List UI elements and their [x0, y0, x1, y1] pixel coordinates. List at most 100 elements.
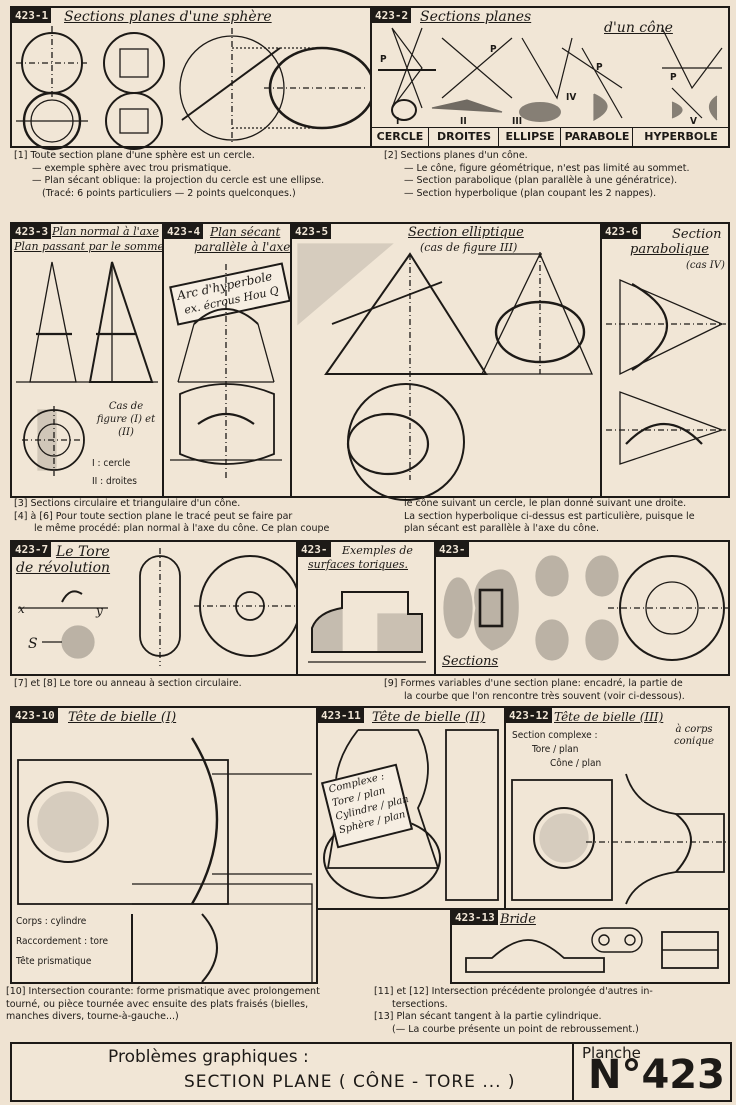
- panel-title-line2: Plan passant par le sommet: [14, 240, 169, 253]
- panel-title-line2: de révolution: [16, 560, 111, 576]
- panel-title-line1: Plan sécant: [210, 225, 281, 239]
- panel-number: 423-: [298, 542, 331, 557]
- roman-ii: II: [460, 116, 467, 127]
- panel-title-line2: (cas de figure III): [420, 241, 518, 254]
- panel-423-4: 423-4 Plan sécant parallèle à l'axe Arc …: [162, 222, 292, 498]
- panel-title-line1: Plan normal à l'axe: [52, 225, 159, 238]
- roman-iv: IV: [566, 92, 577, 103]
- caption-10: [10] Intersection courante: forme prisma…: [6, 986, 320, 1022]
- torus-sections-drawing: [443, 555, 728, 661]
- roman-v: V: [690, 116, 697, 127]
- label-parabole: PARABOLE: [560, 128, 633, 146]
- panel-title-line2: parabolique: [630, 242, 709, 257]
- panel-423-10: 423-10 Tête de bielle (I) Corps : cylind…: [10, 706, 318, 984]
- toric-surfaces-drawing: [308, 591, 426, 663]
- caption-11: [11] et [12] Intersection précédente pro…: [374, 986, 653, 1035]
- panel-number: 423-3: [12, 224, 52, 239]
- letter-p: P: [380, 54, 387, 65]
- panel-number: 423-11: [318, 708, 364, 723]
- connecting-rod-3-drawing: [511, 773, 728, 905]
- panel-423-1: 423-1 Sections planes d'une sphère: [10, 6, 376, 151]
- cone-plane-label: Cône / plan: [550, 758, 602, 769]
- footer-line2: SECTION PLANE ( CÔNE - TORE ... ): [184, 1072, 516, 1092]
- panel-title-line2: d'un cône: [604, 20, 673, 36]
- case-label: Cas de figure (I) et (II): [96, 401, 156, 438]
- panel-number: 423-6: [602, 224, 642, 239]
- label-droites: DROITES: [428, 128, 499, 146]
- panel-423-3: 423-3 Plan normal à l'axe Plan passant p…: [10, 222, 168, 498]
- panel-number: 423-: [436, 542, 469, 557]
- letter-p: P: [490, 44, 497, 55]
- panel-title-line1: Le Tore: [56, 544, 110, 560]
- roman-iii: III: [512, 116, 523, 127]
- planche-box: Planche N°423: [572, 1044, 730, 1100]
- panel-number: 423-12: [506, 708, 552, 723]
- panel-title: Bride: [500, 912, 536, 927]
- panel-423-8: 423- Exemples de surfaces toriques.: [296, 540, 436, 676]
- cone-section-labels: CERCLE DROITES ELLIPSE PARABOLE HYPERBOL…: [372, 127, 728, 146]
- torus-plane-label: Tore / plan: [532, 744, 579, 755]
- parabolic-section-drawing: [606, 279, 726, 465]
- panel-423-2: 423-2 Sections planes d'un cône P P P P …: [370, 6, 730, 148]
- axis-y: y: [96, 604, 103, 618]
- body-label: Corps : cylindre: [16, 916, 87, 927]
- caption-7: [7] et [8] Le tore ou anneau à section c…: [14, 678, 242, 689]
- panel-subtitle: à corps conique: [673, 724, 715, 747]
- panel-title-line2: surfaces toriques.: [308, 558, 409, 571]
- roman-i: I: [396, 116, 400, 127]
- elliptic-section-drawing: [297, 243, 593, 501]
- panel-423-9: 423- Sections: [434, 540, 730, 676]
- fillet-label: Raccordement : tore: [16, 936, 109, 947]
- complex-label: Section complexe :: [512, 730, 598, 741]
- panel-number: 423-13: [452, 910, 498, 925]
- panel-title-line1: Section: [672, 227, 722, 242]
- axis-x: x: [18, 602, 25, 616]
- label-cercle: CERCLE: [376, 130, 424, 143]
- panel-number: 423-2: [372, 8, 412, 23]
- torus-drawing: [18, 548, 301, 666]
- panel-title-line2: parallèle à l'axe: [194, 240, 291, 254]
- panel-title: Tête de bielle (III): [554, 710, 664, 724]
- panel-423-6: 423-6 Section parabolique (cas IV): [600, 222, 730, 498]
- connecting-rod-1-drawing: [17, 737, 313, 983]
- panel-423-7: 423-7 Le Tore de révolution x y S: [10, 540, 301, 676]
- panel-number: 423-5: [292, 224, 332, 239]
- panel-423-5: 423-5 Section elliptique (cas de figure …: [290, 222, 602, 501]
- sections-label: Sections: [442, 654, 499, 669]
- panel-title-line1: Exemples de: [342, 544, 413, 557]
- caption-3: [3] Sections circulaire et triangulaire …: [14, 498, 330, 534]
- label-hyperbole: HYPERBOLE: [632, 128, 729, 146]
- panel-423-13: 423-13 Bride: [450, 908, 730, 984]
- letter-p: P: [670, 72, 677, 83]
- label-ellipse: ELLIPSE: [498, 128, 561, 146]
- flange-drawing: [465, 927, 719, 973]
- letter-p: P: [596, 62, 603, 73]
- cone-sections-drawing: [378, 27, 723, 122]
- case-i: I : cercle: [92, 458, 131, 469]
- panel-title: Tête de bielle (II): [372, 710, 486, 725]
- panel-number: 423-1: [12, 8, 52, 23]
- panel-423-11: 423-11 Tête de bielle (II) Complexe : To…: [316, 706, 506, 910]
- case-ii: II : droites: [92, 476, 137, 487]
- panel-number: 423-7: [12, 542, 52, 557]
- footer-line1: Problèmes graphiques :: [108, 1047, 309, 1067]
- title-block: Problèmes graphiques : SECTION PLANE ( C…: [10, 1042, 732, 1102]
- planche-number: N°423: [588, 1052, 725, 1098]
- panel-number: 423-10: [12, 708, 58, 723]
- panel-title: Tête de bielle (I): [68, 710, 177, 725]
- caption-2: [2] Sections planes d'un cône. — Le cône…: [384, 150, 690, 199]
- letter-s: S: [28, 636, 38, 652]
- panel-number: 423-4: [164, 224, 204, 239]
- planche-label: Planche: [582, 1044, 641, 1062]
- panel-title: Sections planes d'une sphère: [64, 9, 272, 25]
- parallel-plane-drawing: [170, 264, 282, 480]
- caption-1: [1] Toute section plane d'une sphère est…: [14, 150, 325, 199]
- caption-3-continued: le cône suivant un cercle, le plan donné…: [404, 498, 695, 534]
- sphere-sections-drawing: [16, 26, 376, 151]
- normal-plane-drawing: [16, 261, 158, 476]
- panel-title-line1: Section elliptique: [408, 225, 524, 240]
- head-label: Tête prismatique: [16, 956, 92, 967]
- panel-title-line3: (cas IV): [686, 260, 725, 271]
- panel-title-line1: Sections planes: [420, 9, 532, 25]
